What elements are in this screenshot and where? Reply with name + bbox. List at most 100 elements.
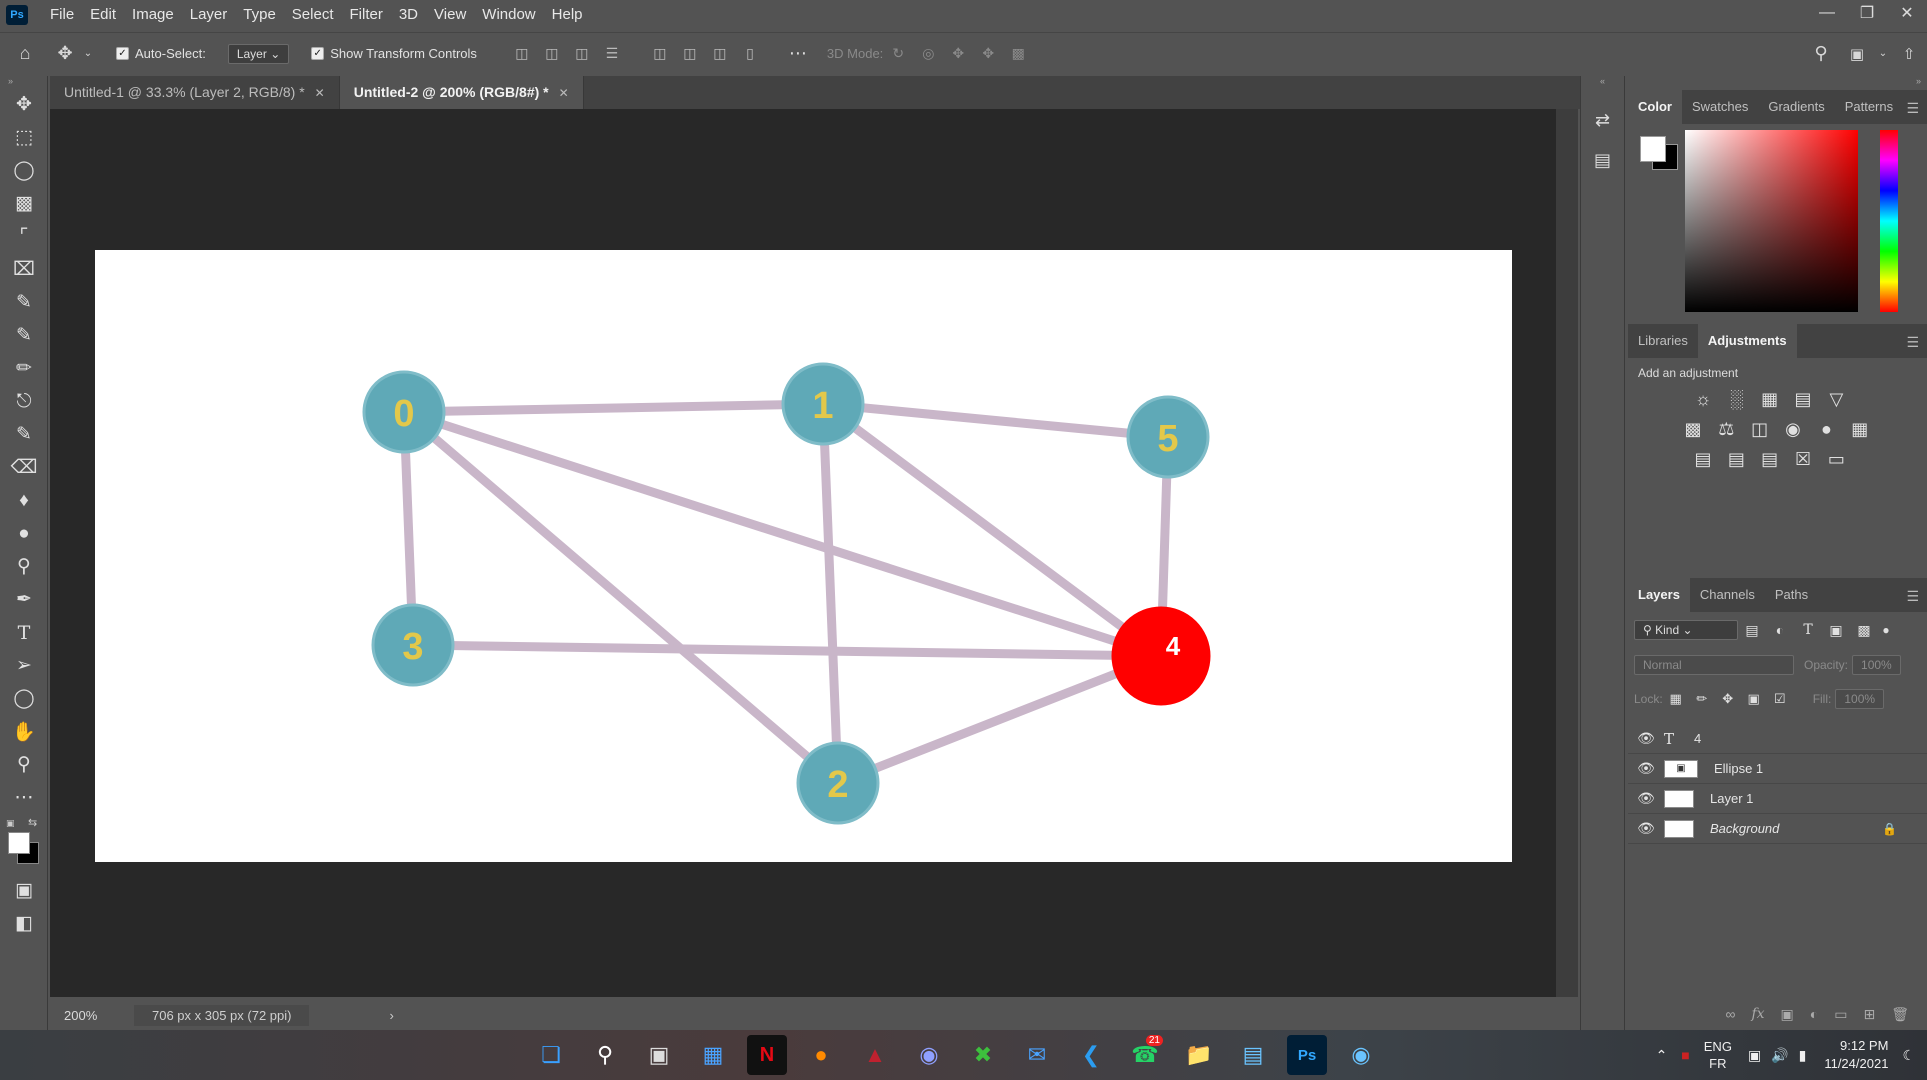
object-select-tool-icon[interactable]: ▩ [15, 193, 33, 214]
path-select-icon[interactable]: ➢ [16, 655, 32, 676]
tab-swatches[interactable]: Swatches [1691, 99, 1749, 114]
brush-tool-icon[interactable]: ✏ [16, 358, 32, 379]
properties-panel-icon[interactable]: ▤ [1593, 149, 1611, 170]
3d-camera-icon[interactable]: ▩ [1011, 45, 1025, 61]
align-right-icon[interactable]: ◫ [575, 45, 589, 61]
paint-bucket-icon[interactable]: ♦ [19, 489, 29, 511]
visibility-eye-icon[interactable]: 👁 [1637, 760, 1655, 776]
menu-help[interactable]: Help [551, 6, 583, 23]
more-options-icon[interactable]: ⋯ [788, 43, 807, 63]
type-tool-icon[interactable]: T [17, 621, 31, 644]
workspace-icon[interactable]: ▣ [1849, 45, 1865, 63]
tab-gradients[interactable]: Gradients [1768, 99, 1825, 114]
tray-app-icon[interactable]: ■ [1681, 1047, 1690, 1063]
delete-layer-icon[interactable]: 🗑 [1891, 1005, 1909, 1022]
marquee-tool-icon[interactable]: ⬚ [15, 127, 33, 148]
visibility-eye-icon[interactable]: 👁 [1637, 790, 1655, 806]
levels-icon[interactable]: ░ [1729, 388, 1743, 409]
add-mask-icon[interactable]: ▣ [1780, 1005, 1794, 1022]
filter-shape-icon[interactable]: ▣ [1829, 621, 1843, 638]
new-layer-icon[interactable]: ⊞ [1863, 1005, 1876, 1022]
zoom-level[interactable]: 200% [64, 1007, 98, 1023]
eyedropper-tool-icon[interactable]: ✎ [16, 292, 32, 313]
menu-layer[interactable]: Layer [189, 6, 228, 23]
chevron-right-icon[interactable]: › [389, 1007, 394, 1023]
tab-layers[interactable]: Layers [1628, 578, 1690, 612]
screen-mode-icon[interactable]: ◧ [15, 913, 33, 934]
xbox-icon[interactable]: ✖ [973, 1042, 993, 1067]
tab-paths[interactable]: Paths [1774, 587, 1809, 602]
firefox-icon[interactable]: ● [814, 1042, 828, 1067]
layer-style-icon[interactable]: fx [1751, 1006, 1765, 1022]
volume-icon[interactable]: 🔊 [1771, 1046, 1789, 1063]
filter-smart-object-icon[interactable]: ▩ [1857, 621, 1871, 638]
vscode-icon[interactable]: ❮ [1081, 1042, 1101, 1067]
menu-3d[interactable]: 3D [398, 6, 419, 23]
fill-input[interactable]: 100% [1835, 689, 1885, 709]
tab-untitled-1[interactable]: Untitled-1 @ 33.3% (Layer 2, RGB/8) *✕ [50, 76, 340, 109]
new-group-icon[interactable]: ▭ [1834, 1005, 1848, 1022]
blend-mode-dropdown[interactable]: Normal [1634, 655, 1794, 675]
menu-view[interactable]: View [434, 6, 467, 23]
more-tools-icon[interactable]: ⋯ [14, 787, 34, 808]
collapse-icon[interactable]: » [8, 76, 14, 86]
file-explorer-icon[interactable]: 📁 [1185, 1042, 1213, 1067]
windows-start-icon[interactable]: ❏ [541, 1042, 561, 1067]
foreground-color-swatch[interactable] [1640, 136, 1666, 162]
lock-all-icon[interactable]: ☑ [1773, 691, 1786, 706]
menu-select[interactable]: Select [291, 6, 334, 23]
hand-tool-icon[interactable]: ✋ [12, 721, 36, 743]
layer-row-text[interactable]: 👁 T 4 [1628, 724, 1927, 754]
frame-tool-icon[interactable]: ⌧ [13, 259, 35, 280]
battery-icon[interactable]: ▮ [1798, 1046, 1807, 1063]
opacity-input[interactable]: 100% [1852, 655, 1901, 675]
default-colors-icon[interactable]: ▣ [6, 818, 15, 828]
align-middle-icon[interactable]: ◫ [683, 45, 697, 61]
dodge-tool-icon[interactable]: ⚲ [17, 556, 31, 577]
layer-row-ellipse[interactable]: 👁 ▣ Ellipse 1 [1628, 754, 1927, 784]
vibrance-icon[interactable]: ▽ [1829, 388, 1844, 409]
tab-patterns[interactable]: Patterns [1844, 99, 1894, 114]
workspace-chevron-icon[interactable]: ⌄ [1878, 48, 1888, 59]
notepad-icon[interactable]: ▤ [1242, 1042, 1264, 1067]
game-app-icon[interactable]: ▲ [864, 1042, 886, 1067]
filter-toggle-icon[interactable]: ● [1882, 623, 1890, 637]
panel-menu-icon[interactable]: ☰ [1906, 100, 1919, 116]
exposure-icon[interactable]: ▤ [1794, 388, 1812, 409]
filter-type-icon[interactable]: T [1803, 622, 1813, 638]
netflix-icon[interactable]: N [747, 1035, 787, 1075]
tab-untitled-2[interactable]: Untitled-2 @ 200% (RGB/8#) *✕ [339, 76, 584, 109]
invert-icon[interactable]: ▤ [1694, 448, 1712, 469]
blur-tool-icon[interactable]: ● [18, 522, 30, 544]
distribute-vertical-icon[interactable]: ▯ [746, 45, 754, 61]
panel-menu-icon[interactable]: ☰ [1906, 588, 1919, 604]
menu-file[interactable]: File [50, 6, 75, 23]
discord-icon[interactable]: ◉ [919, 1042, 939, 1067]
network-icon[interactable]: ▣ [1747, 1046, 1762, 1063]
link-layers-icon[interactable]: ∞ [1725, 1006, 1736, 1022]
notifications-icon[interactable]: ☾ [1902, 1046, 1915, 1063]
minimize-button[interactable]: — [1819, 4, 1835, 21]
color-lookup-icon[interactable]: ▦ [1851, 418, 1869, 439]
auto-select-checkbox[interactable]: ✓ [116, 47, 129, 60]
color-field[interactable] [1685, 130, 1858, 312]
brightness-icon[interactable]: ☼ [1694, 388, 1712, 409]
restore-button[interactable]: ❐ [1859, 5, 1875, 22]
menu-image[interactable]: Image [132, 6, 174, 23]
menu-filter[interactable]: Filter [349, 6, 383, 23]
distribute-icon[interactable]: ☰ [605, 45, 619, 61]
3d-roll-icon[interactable]: ◎ [922, 45, 935, 61]
hue-slider[interactable] [1880, 130, 1898, 312]
black-white-icon[interactable]: ◫ [1751, 418, 1769, 439]
chevron-down-icon[interactable]: ⌄ [83, 48, 93, 59]
mail-icon[interactable]: ✉ [1027, 1042, 1047, 1067]
chevron-up-icon[interactable]: ⌃ [1655, 1046, 1668, 1063]
layer-kind-dropdown[interactable]: ⚲ Kind ⌄ [1634, 620, 1738, 640]
pen-tool-icon[interactable]: ✒ [16, 589, 32, 610]
visibility-eye-icon[interactable]: 👁 [1637, 730, 1655, 746]
channel-mixer-icon[interactable]: ● [1820, 418, 1832, 439]
tab-color[interactable]: Color [1628, 90, 1682, 124]
lock-transparent-icon[interactable]: ▦ [1669, 691, 1682, 706]
paint-icon[interactable]: ◉ [1351, 1042, 1371, 1067]
